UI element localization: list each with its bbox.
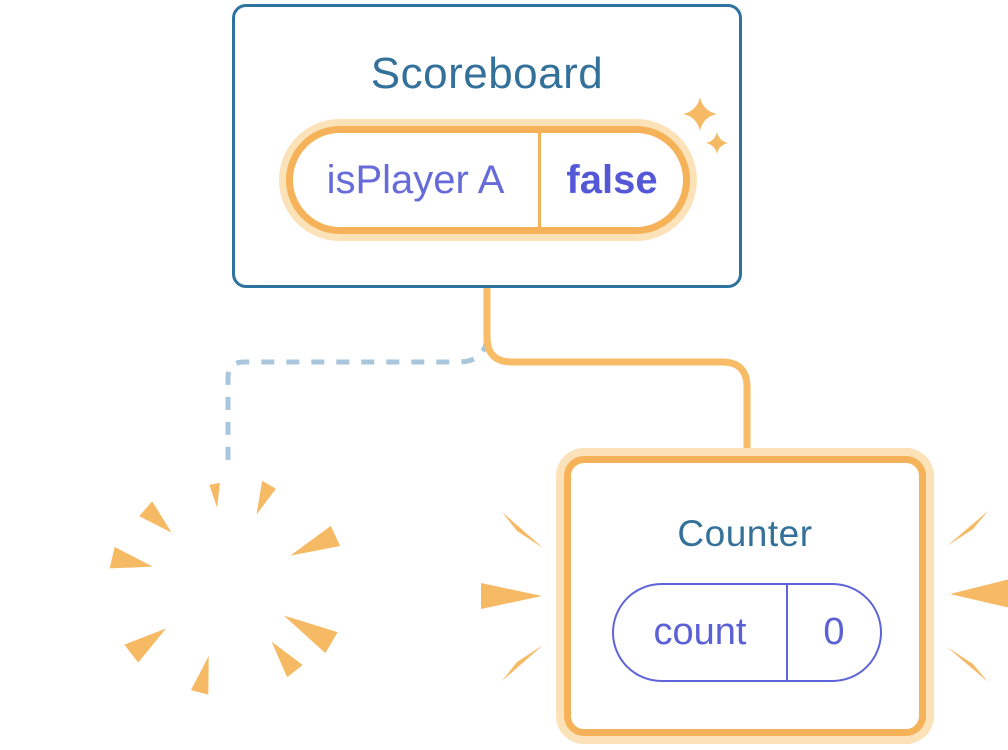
scoreboard-state-label: isPlayer A — [326, 157, 505, 202]
counter-component-box: Counter count 0 — [564, 456, 926, 736]
counter-state-label: count — [653, 611, 747, 653]
destroyed-component-card — [84, 452, 368, 724]
connector-solid-line — [483, 284, 751, 456]
counter-state-value: 0 — [823, 611, 845, 653]
counter-state-pill: count 0 — [612, 583, 882, 682]
pill-divider — [786, 585, 788, 680]
pill-divider — [538, 133, 541, 227]
counter-title: Counter — [677, 513, 813, 554]
scoreboard-state-value: false — [566, 157, 658, 202]
scoreboard-component-box: Scoreboard isPlayer A false — [232, 4, 742, 288]
scoreboard-title: Scoreboard — [370, 49, 604, 98]
connector-dashed-line — [225, 338, 490, 464]
scoreboard-state-pill: isPlayer A false — [286, 126, 690, 234]
poof-burst-icon — [109, 480, 341, 695]
